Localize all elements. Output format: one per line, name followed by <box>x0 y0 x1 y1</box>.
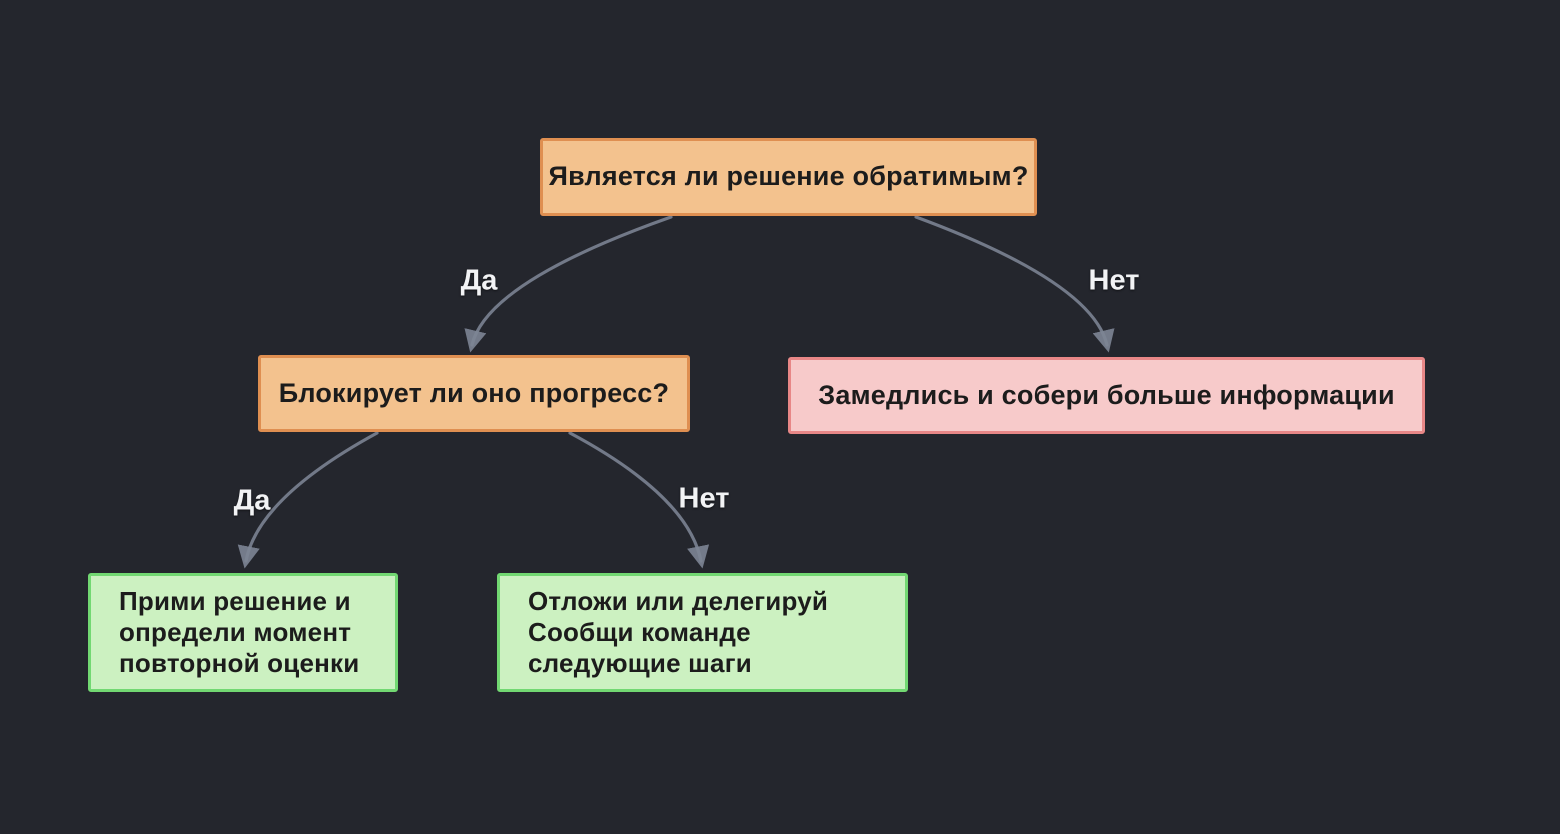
node-decide-now-outcome: Прими решение и определи момент повторно… <box>88 573 398 692</box>
edge-label-blocks-no: Нет <box>678 482 730 515</box>
edge-root-yes-arrow <box>464 215 673 353</box>
node-slow-down-outcome: Замедлись и собери больше информации <box>788 357 1425 434</box>
edge-label-root-yes: Да <box>460 264 498 297</box>
edge-label-blocks-yes: Да <box>233 484 271 517</box>
node-blocks-progress-question: Блокирует ли оно прогресс? <box>258 355 690 432</box>
edge-label-root-no: Нет <box>1088 264 1140 297</box>
node-defer-delegate-outcome: Отложи или делегируй Сообщи команде след… <box>497 573 908 692</box>
edge-root-no-arrow <box>914 215 1115 353</box>
node-root-question: Является ли решение обратимым? <box>540 138 1037 216</box>
